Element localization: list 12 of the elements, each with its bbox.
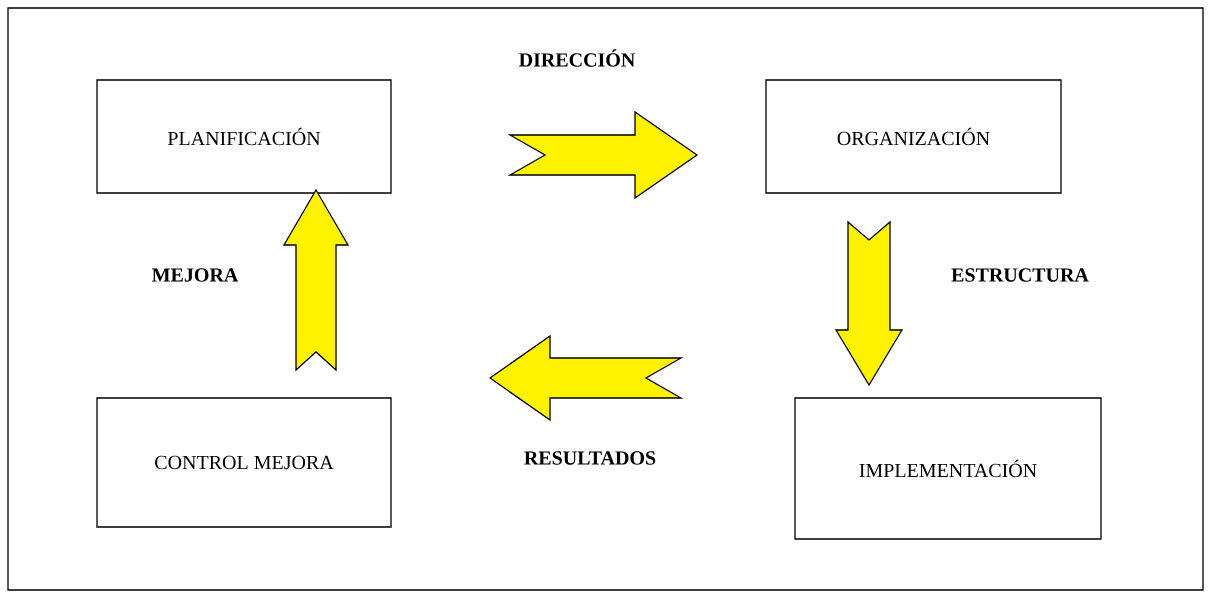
block-arrow <box>488 334 684 422</box>
edge-label: ESTRUCTURA <box>951 268 1089 282</box>
edge-label: RESULTADOS <box>524 451 656 465</box>
block-arrow <box>834 220 904 387</box>
process-box: PLANIFICACIÓN <box>96 79 392 194</box>
block-arrow <box>507 110 699 200</box>
block-arrow <box>282 188 350 372</box>
process-box: IMPLEMENTACIÓN <box>794 397 1102 540</box>
process-box: CONTROL MEJORA <box>96 397 392 528</box>
process-box: ORGANIZACIÓN <box>765 79 1062 194</box>
edge-label: MEJORA <box>152 268 239 282</box>
edge-label: DIRECCIÓN <box>519 49 636 67</box>
